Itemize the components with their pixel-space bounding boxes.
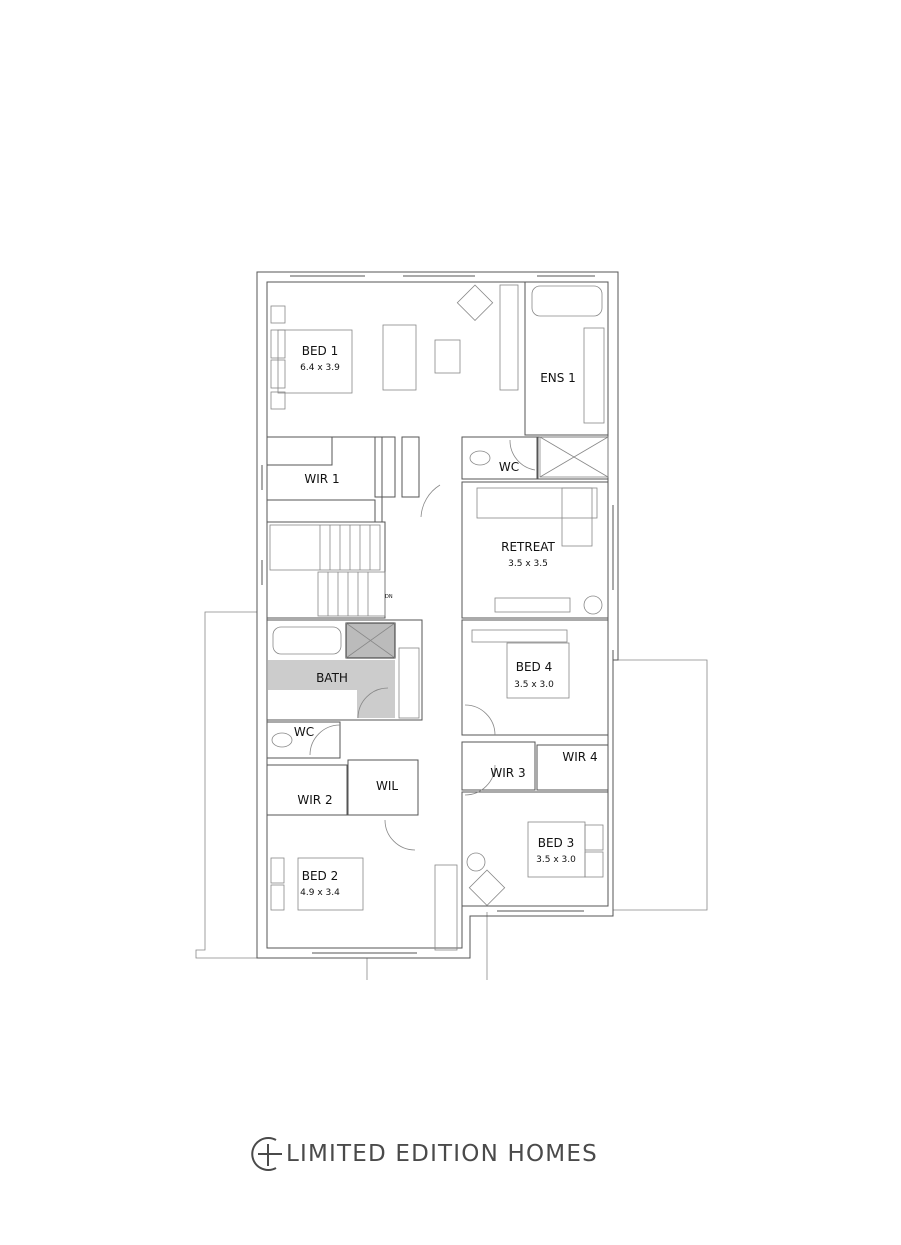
room-label: WIL (376, 779, 398, 793)
room-dims: 3.5 x 3.0 (536, 855, 576, 865)
bath-wet-area (268, 622, 396, 718)
room-dims: 4.9 x 3.4 (300, 888, 340, 898)
circle-plus-icon (251, 1137, 282, 1171)
room-label: WIR 2 (297, 793, 332, 807)
room-labels: BED 1 6.4 x 3.9 ENS 1 WIR 1 WC RETREAT 3… (294, 344, 598, 898)
room-label: WIR 1 (304, 472, 339, 486)
room-label: WIR 3 (490, 766, 525, 780)
room-dims: 6.4 x 3.9 (300, 363, 340, 373)
room-label: BED 1 (302, 344, 339, 358)
furniture (269, 284, 609, 951)
internal-walls (266, 281, 609, 907)
room-label: ENS 1 (540, 371, 576, 385)
room-label: BATH (316, 671, 348, 685)
brand-logo: LIMITED EDITION HOMES (248, 1136, 598, 1172)
brand-name: LIMITED EDITION HOMES (286, 1141, 598, 1167)
staircase (269, 524, 386, 617)
room-label: WIR 4 (562, 750, 597, 764)
room-label: BED 4 (516, 660, 553, 674)
room-label: RETREAT (501, 540, 555, 554)
room-label: BED 2 (302, 869, 339, 883)
site-boundary (195, 611, 708, 980)
room-label: WC (499, 460, 519, 474)
room-dims: 3.5 x 3.0 (514, 680, 554, 690)
room-label: WC (294, 725, 314, 739)
room-dims: 3.5 x 3.5 (508, 559, 548, 569)
room-label: BED 3 (538, 836, 575, 850)
stair-direction-label: DN (385, 594, 393, 600)
